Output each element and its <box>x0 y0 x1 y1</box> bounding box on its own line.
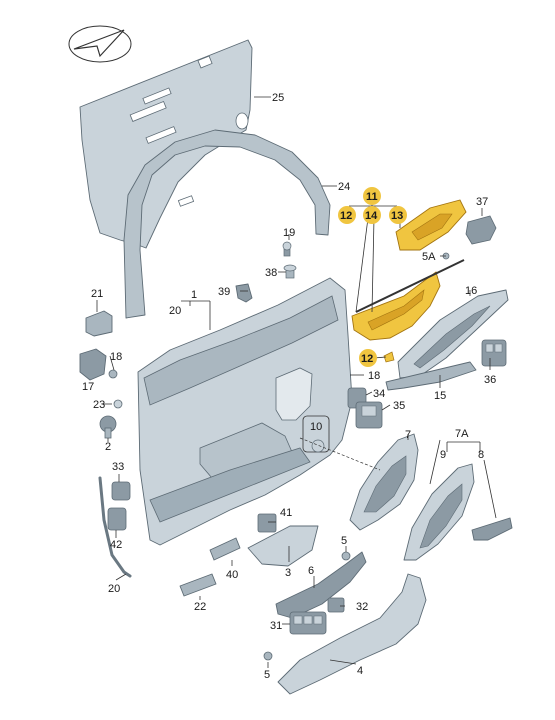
label-17: 17 <box>82 381 94 393</box>
label-6: 6 <box>308 565 314 577</box>
label-12-bottom: 12 <box>361 353 373 365</box>
label-9: 9 <box>440 449 446 461</box>
switch-32 <box>327 597 345 613</box>
cover-3 <box>247 525 319 567</box>
screw-5-lower <box>263 651 273 661</box>
switch-33 <box>111 481 131 501</box>
clip-12-lower <box>383 351 395 363</box>
bracket-6 <box>275 551 367 619</box>
trim-strip-8 <box>471 517 513 541</box>
label-20-top: 20 <box>169 305 181 317</box>
label-36: 36 <box>484 374 496 386</box>
direction-arrow-icon <box>68 25 132 63</box>
leader-lines <box>96 96 497 668</box>
callout-labels: 25 24 19 38 39 1 20 21 18 17 23 2 33 42 … <box>82 92 496 681</box>
screw-5-upper <box>341 551 351 561</box>
label-14: 14 <box>365 210 378 222</box>
label-11: 11 <box>366 191 378 203</box>
label-32: 32 <box>356 601 368 613</box>
switch-42 <box>107 507 127 531</box>
label-1: 1 <box>191 289 197 301</box>
label-13: 13 <box>391 210 403 222</box>
trim-panel-7-inner <box>363 455 407 513</box>
label-19: 19 <box>283 227 295 239</box>
label-38: 38 <box>265 267 277 279</box>
light-40 <box>209 537 241 561</box>
door-trim-handle-recess <box>275 367 313 421</box>
label-41: 41 <box>280 507 292 519</box>
bracket-17 <box>79 348 107 381</box>
label-22: 22 <box>194 601 206 613</box>
clip-19 <box>282 241 292 257</box>
label-25: 25 <box>272 92 284 104</box>
cover-37 <box>465 215 497 245</box>
label-37: 37 <box>476 196 488 208</box>
label-18-right: 18 <box>368 370 380 382</box>
cable-20 <box>98 476 132 578</box>
label-35: 35 <box>393 400 405 412</box>
label-20-bottom: 20 <box>108 583 120 595</box>
bracket-21 <box>85 310 113 337</box>
highlighted-labels: 11 12 14 13 12 <box>338 187 407 367</box>
label-16: 16 <box>465 285 477 297</box>
label-5-lower: 5 <box>264 669 270 681</box>
label-7: 7 <box>405 429 411 441</box>
label-5-upper: 5 <box>341 535 347 547</box>
control-rod <box>355 259 465 313</box>
label-34: 34 <box>373 388 385 400</box>
handle-bracket-rib <box>367 289 425 331</box>
light-22 <box>179 573 217 597</box>
door-trim-panel <box>137 277 353 546</box>
clip-38 <box>283 264 297 279</box>
door-frame-seal <box>123 129 331 319</box>
label-12-top: 12 <box>340 210 352 222</box>
label-8: 8 <box>478 449 484 461</box>
switch-35 <box>355 401 383 429</box>
label-15: 15 <box>434 390 446 402</box>
handle-bracket <box>351 271 441 341</box>
clip-39 <box>235 283 253 303</box>
label-40: 40 <box>226 569 238 581</box>
label-2: 2 <box>105 441 111 453</box>
switch-31 <box>289 611 327 635</box>
label-18-left: 18 <box>110 351 122 363</box>
label-21: 21 <box>91 288 103 300</box>
insulation-cutouts <box>129 55 249 207</box>
label-39: 39 <box>218 286 230 298</box>
label-24: 24 <box>338 181 350 193</box>
label-42: 42 <box>110 539 122 551</box>
label-33: 33 <box>112 461 124 473</box>
handle-trim-16-inner <box>413 305 491 369</box>
door-trim-upper-band <box>143 295 339 406</box>
label-10: 10 <box>310 421 322 433</box>
label-4: 4 <box>357 665 363 677</box>
insulation-panel <box>79 39 253 249</box>
clip-23 <box>113 399 123 409</box>
detail-10 <box>302 415 330 453</box>
switch-36 <box>481 339 507 367</box>
label-7a: 7A <box>455 428 469 440</box>
armrest-4 <box>277 573 427 695</box>
trim-panel-9-inner <box>419 483 463 549</box>
label-3: 3 <box>285 567 291 579</box>
label-23: 23 <box>93 399 105 411</box>
label-31: 31 <box>270 620 282 632</box>
knob-2 <box>99 415 117 439</box>
label-5a: 5A <box>422 251 436 263</box>
inner-handle-detail <box>411 213 453 241</box>
clip-41 <box>257 513 277 533</box>
door-trim-pocket <box>149 447 311 523</box>
